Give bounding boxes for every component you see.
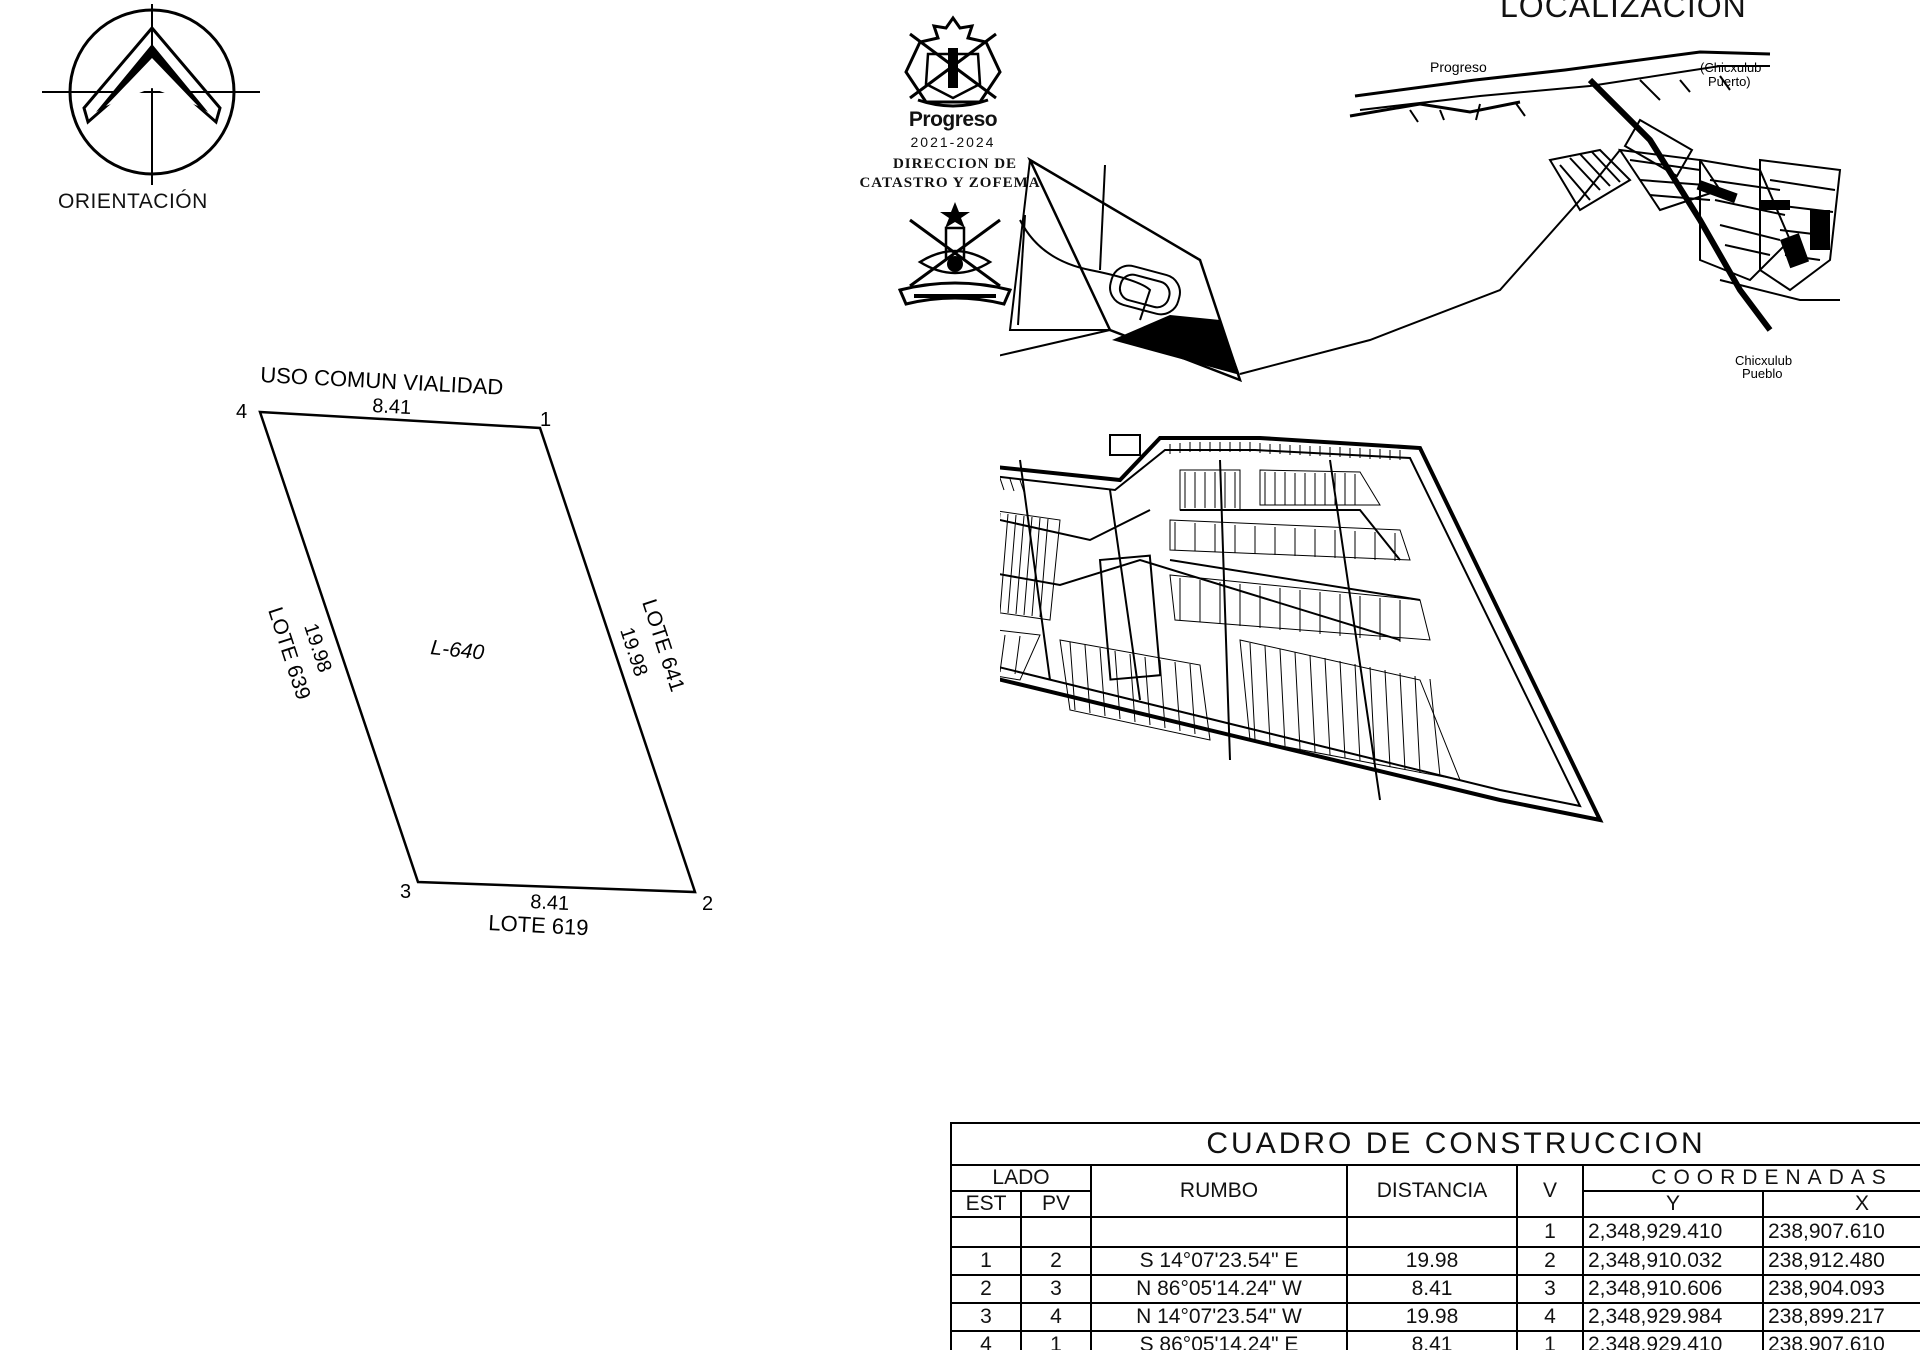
- map-label-chicxulub-puerto-2: Puerto): [1708, 74, 1751, 89]
- lot-outline: [258, 410, 697, 894]
- cell-v: 1: [1516, 1330, 1584, 1350]
- cell-est: 2: [950, 1274, 1022, 1304]
- location-title: LOCALIZACION: [1500, 0, 1747, 24]
- cell-pv: 1: [1020, 1330, 1092, 1350]
- cell-est: 3: [950, 1302, 1022, 1332]
- lot-top-dimension: 8.41: [372, 395, 412, 419]
- location-map: Progreso (Chicxulub Puerto) Chicxulub Pu…: [1000, 50, 1842, 823]
- header-v: V: [1516, 1164, 1584, 1218]
- north-arrow-symbol: [42, 4, 260, 185]
- table-row: 2 3 N 86°05'14.24" W 8.41 3 2,348,910.60…: [950, 1274, 1920, 1304]
- cell-v: 3: [1516, 1274, 1584, 1304]
- cell-rumbo: S 86°05'14.24" E: [1090, 1330, 1348, 1350]
- cell-distancia: 19.98: [1346, 1302, 1518, 1332]
- lot-left-neighbor: LOTE 639: [263, 604, 314, 702]
- cell-y: 2,348,929.410: [1582, 1330, 1764, 1350]
- logo-department-line1: DIRECCION DE: [892, 156, 1018, 172]
- header-est: EST: [950, 1190, 1022, 1218]
- header-lado: LADO: [950, 1164, 1092, 1192]
- cell-y: 2,348,910.032: [1582, 1246, 1764, 1276]
- vertex-3: 3: [400, 881, 411, 903]
- header-coordenadas: COORDENADAS: [1581, 1164, 1920, 1192]
- vertex-2: 2: [702, 893, 713, 915]
- cell-distancia: 19.98: [1346, 1246, 1518, 1276]
- vertex-1: 1: [540, 409, 551, 431]
- cell-rumbo: S 14°07'23.54" E: [1090, 1246, 1348, 1276]
- cell-x: 238,907.610: [1761, 1216, 1920, 1248]
- header-pv: PV: [1020, 1190, 1092, 1218]
- header-distancia: DISTANCIA: [1346, 1164, 1518, 1218]
- cell-v: 2: [1516, 1246, 1584, 1276]
- table-row: 3 4 N 14°07'23.54" W 19.98 4 2,348,929.9…: [950, 1302, 1920, 1332]
- logo-department-line2: CATASTRO Y ZOFEMAT: [859, 175, 1051, 191]
- lot-plan: 4 1 3 2 USO COMUN VIALIDAD 8.41 8.41 LOT…: [236, 362, 713, 940]
- cell-v: 4: [1516, 1302, 1584, 1332]
- map-label-chicxulub-pueblo-1: Chicxulub: [1735, 353, 1792, 368]
- logo-years: 2021-2024: [910, 134, 996, 150]
- table-row: 4 1 S 86°05'14.24" E 8.41 1 2,348,929.41…: [950, 1330, 1920, 1350]
- map-label-chicxulub-puerto-1: (Chicxulub: [1700, 60, 1761, 75]
- cell-y: 2,348,910.606: [1582, 1274, 1764, 1304]
- header-rumbo: RUMBO: [1090, 1164, 1348, 1218]
- lot-bottom-neighbor: LOTE 619: [488, 910, 589, 940]
- cell-y: 2,348,929.984: [1582, 1302, 1764, 1332]
- header-y: Y: [1582, 1190, 1764, 1218]
- lot-id: L-640: [429, 636, 485, 665]
- lot-bottom-dimension: 8.41: [530, 891, 570, 915]
- catastro-emblem-icon: [897, 202, 1013, 306]
- progreso-emblem-icon: [904, 15, 1002, 108]
- table-row: 1 2,348,929.410 238,907.610: [950, 1216, 1920, 1248]
- cell-y: 2,348,929.410: [1582, 1216, 1764, 1248]
- cell-rumbo: N 86°05'14.24" W: [1090, 1274, 1348, 1304]
- cell-distancia: 8.41: [1346, 1330, 1518, 1350]
- table-row: 1 2 S 14°07'23.54" E 19.98 2 2,348,910.0…: [950, 1246, 1920, 1276]
- lot-right-neighbor: LOTE 641: [637, 596, 688, 694]
- cell-x: 238,912.480: [1761, 1246, 1920, 1276]
- cell-v: 1: [1516, 1216, 1584, 1248]
- lot-top-neighbor: USO COMUN VIALIDAD: [260, 362, 504, 400]
- construction-table: CUADRO DE CONSTRUCCION LADO RUMBO DISTAN…: [950, 1122, 1920, 1350]
- orientation-label: ORIENTACIÓN: [58, 190, 208, 213]
- cell-pv: 2: [1020, 1246, 1092, 1276]
- table-title: CUADRO DE CONSTRUCCION: [950, 1122, 1920, 1166]
- cell-pv: 3: [1020, 1274, 1092, 1304]
- vertex-4: 4: [236, 401, 247, 423]
- cell-rumbo: N 14°07'23.54" W: [1090, 1302, 1348, 1332]
- map-label-chicxulub-pueblo-2: Pueblo: [1742, 366, 1782, 381]
- cell-distancia: 8.41: [1346, 1274, 1518, 1304]
- cell-est: 1: [950, 1246, 1022, 1276]
- cell-x: 238,907.610: [1761, 1330, 1920, 1350]
- header-x: X: [1761, 1190, 1920, 1218]
- cell-x: 238,904.093: [1761, 1274, 1920, 1304]
- cell-pv: 4: [1020, 1302, 1092, 1332]
- cell-est: 4: [950, 1330, 1022, 1350]
- map-label-progreso: Progreso: [1430, 59, 1487, 75]
- cell-x: 238,899.217: [1761, 1302, 1920, 1332]
- logo-name: Progreso: [908, 108, 998, 131]
